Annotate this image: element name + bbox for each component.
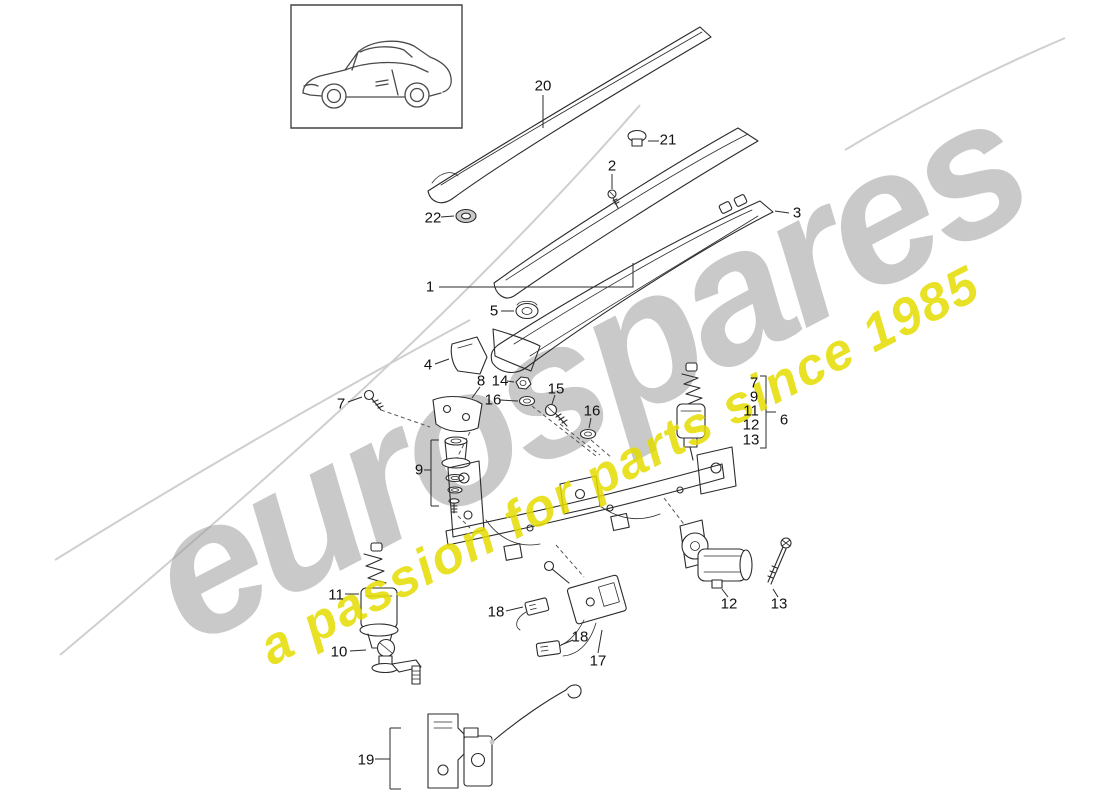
part-2-screw — [608, 174, 619, 208]
part-5-clip — [501, 301, 538, 318]
part-1-spoiler-panel — [439, 128, 758, 298]
part-7-screw — [348, 391, 430, 428]
part-13-bolt — [768, 538, 791, 597]
part-17-microswitch — [536, 562, 627, 657]
part-8-plate — [433, 387, 482, 460]
part-14-nut — [507, 377, 531, 389]
part-19-lock-assembly — [375, 685, 581, 789]
car-thumbnail — [291, 5, 462, 128]
part-12-motor — [680, 520, 752, 597]
car-side-view-icon — [303, 41, 451, 108]
part-16-washer-b — [581, 418, 613, 458]
group-6-bracket — [760, 376, 776, 448]
part-18-connector-b — [536, 641, 561, 657]
part-22-grommet — [441, 210, 476, 223]
part-21-plug — [628, 131, 659, 147]
part-15-screw — [546, 395, 601, 455]
part-16-washer-a — [500, 397, 596, 457]
part-18-connector-a — [506, 598, 549, 630]
part-11-actuator — [345, 543, 398, 658]
part-3-spoiler-base — [491, 194, 789, 372]
part-4-bracket — [435, 337, 487, 374]
part-10-swivel-joint — [350, 640, 421, 685]
part-20-spoiler-blade — [428, 27, 711, 203]
right-lift-actuator — [677, 363, 705, 460]
